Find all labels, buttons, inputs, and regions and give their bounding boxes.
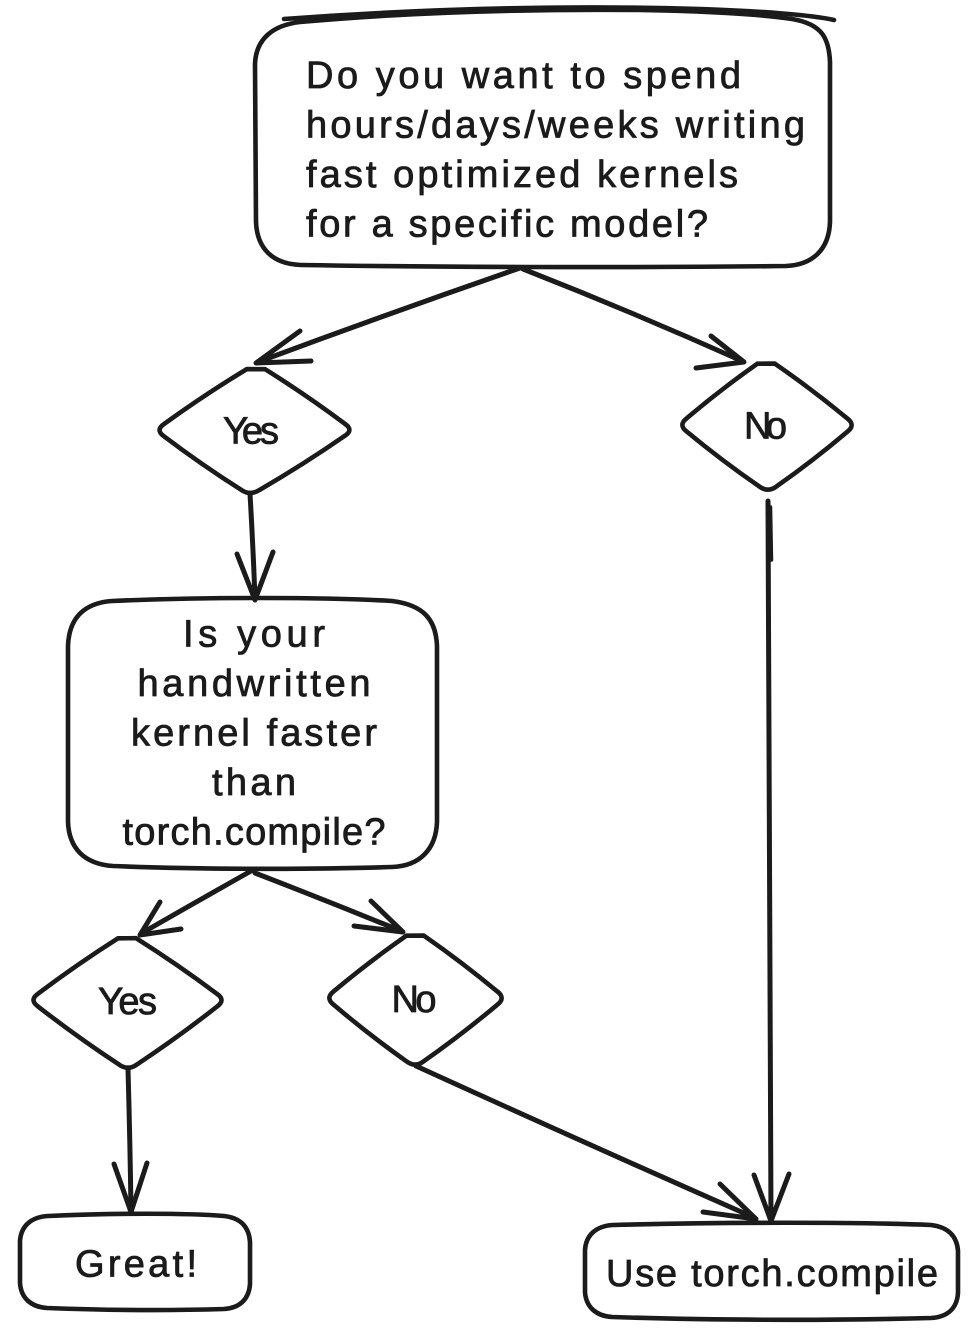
svg-text:Use torch.compile: Use torch.compile (606, 1253, 938, 1295)
svg-text:No: No (392, 979, 437, 1021)
svg-text:torch.compile?: torch.compile? (123, 812, 386, 854)
svg-text:hours/days/weeks writing: hours/days/weeks writing (306, 105, 805, 147)
svg-text:than: than (212, 762, 296, 804)
svg-text:handwritten: handwritten (138, 663, 371, 705)
svg-text:kernel faster: kernel faster (131, 713, 377, 755)
svg-text:Do you want to spend: Do you want to spend (306, 55, 741, 97)
svg-text:Great!: Great! (75, 1244, 197, 1286)
svg-text:No: No (744, 406, 787, 448)
svg-text:fast optimized kernels: fast optimized kernels (306, 154, 738, 196)
svg-text:Is your: Is your (183, 614, 325, 656)
svg-text:Yes: Yes (223, 411, 279, 453)
svg-text:Yes: Yes (98, 981, 157, 1023)
svg-text:for a specific model?: for a specific model? (306, 204, 708, 246)
